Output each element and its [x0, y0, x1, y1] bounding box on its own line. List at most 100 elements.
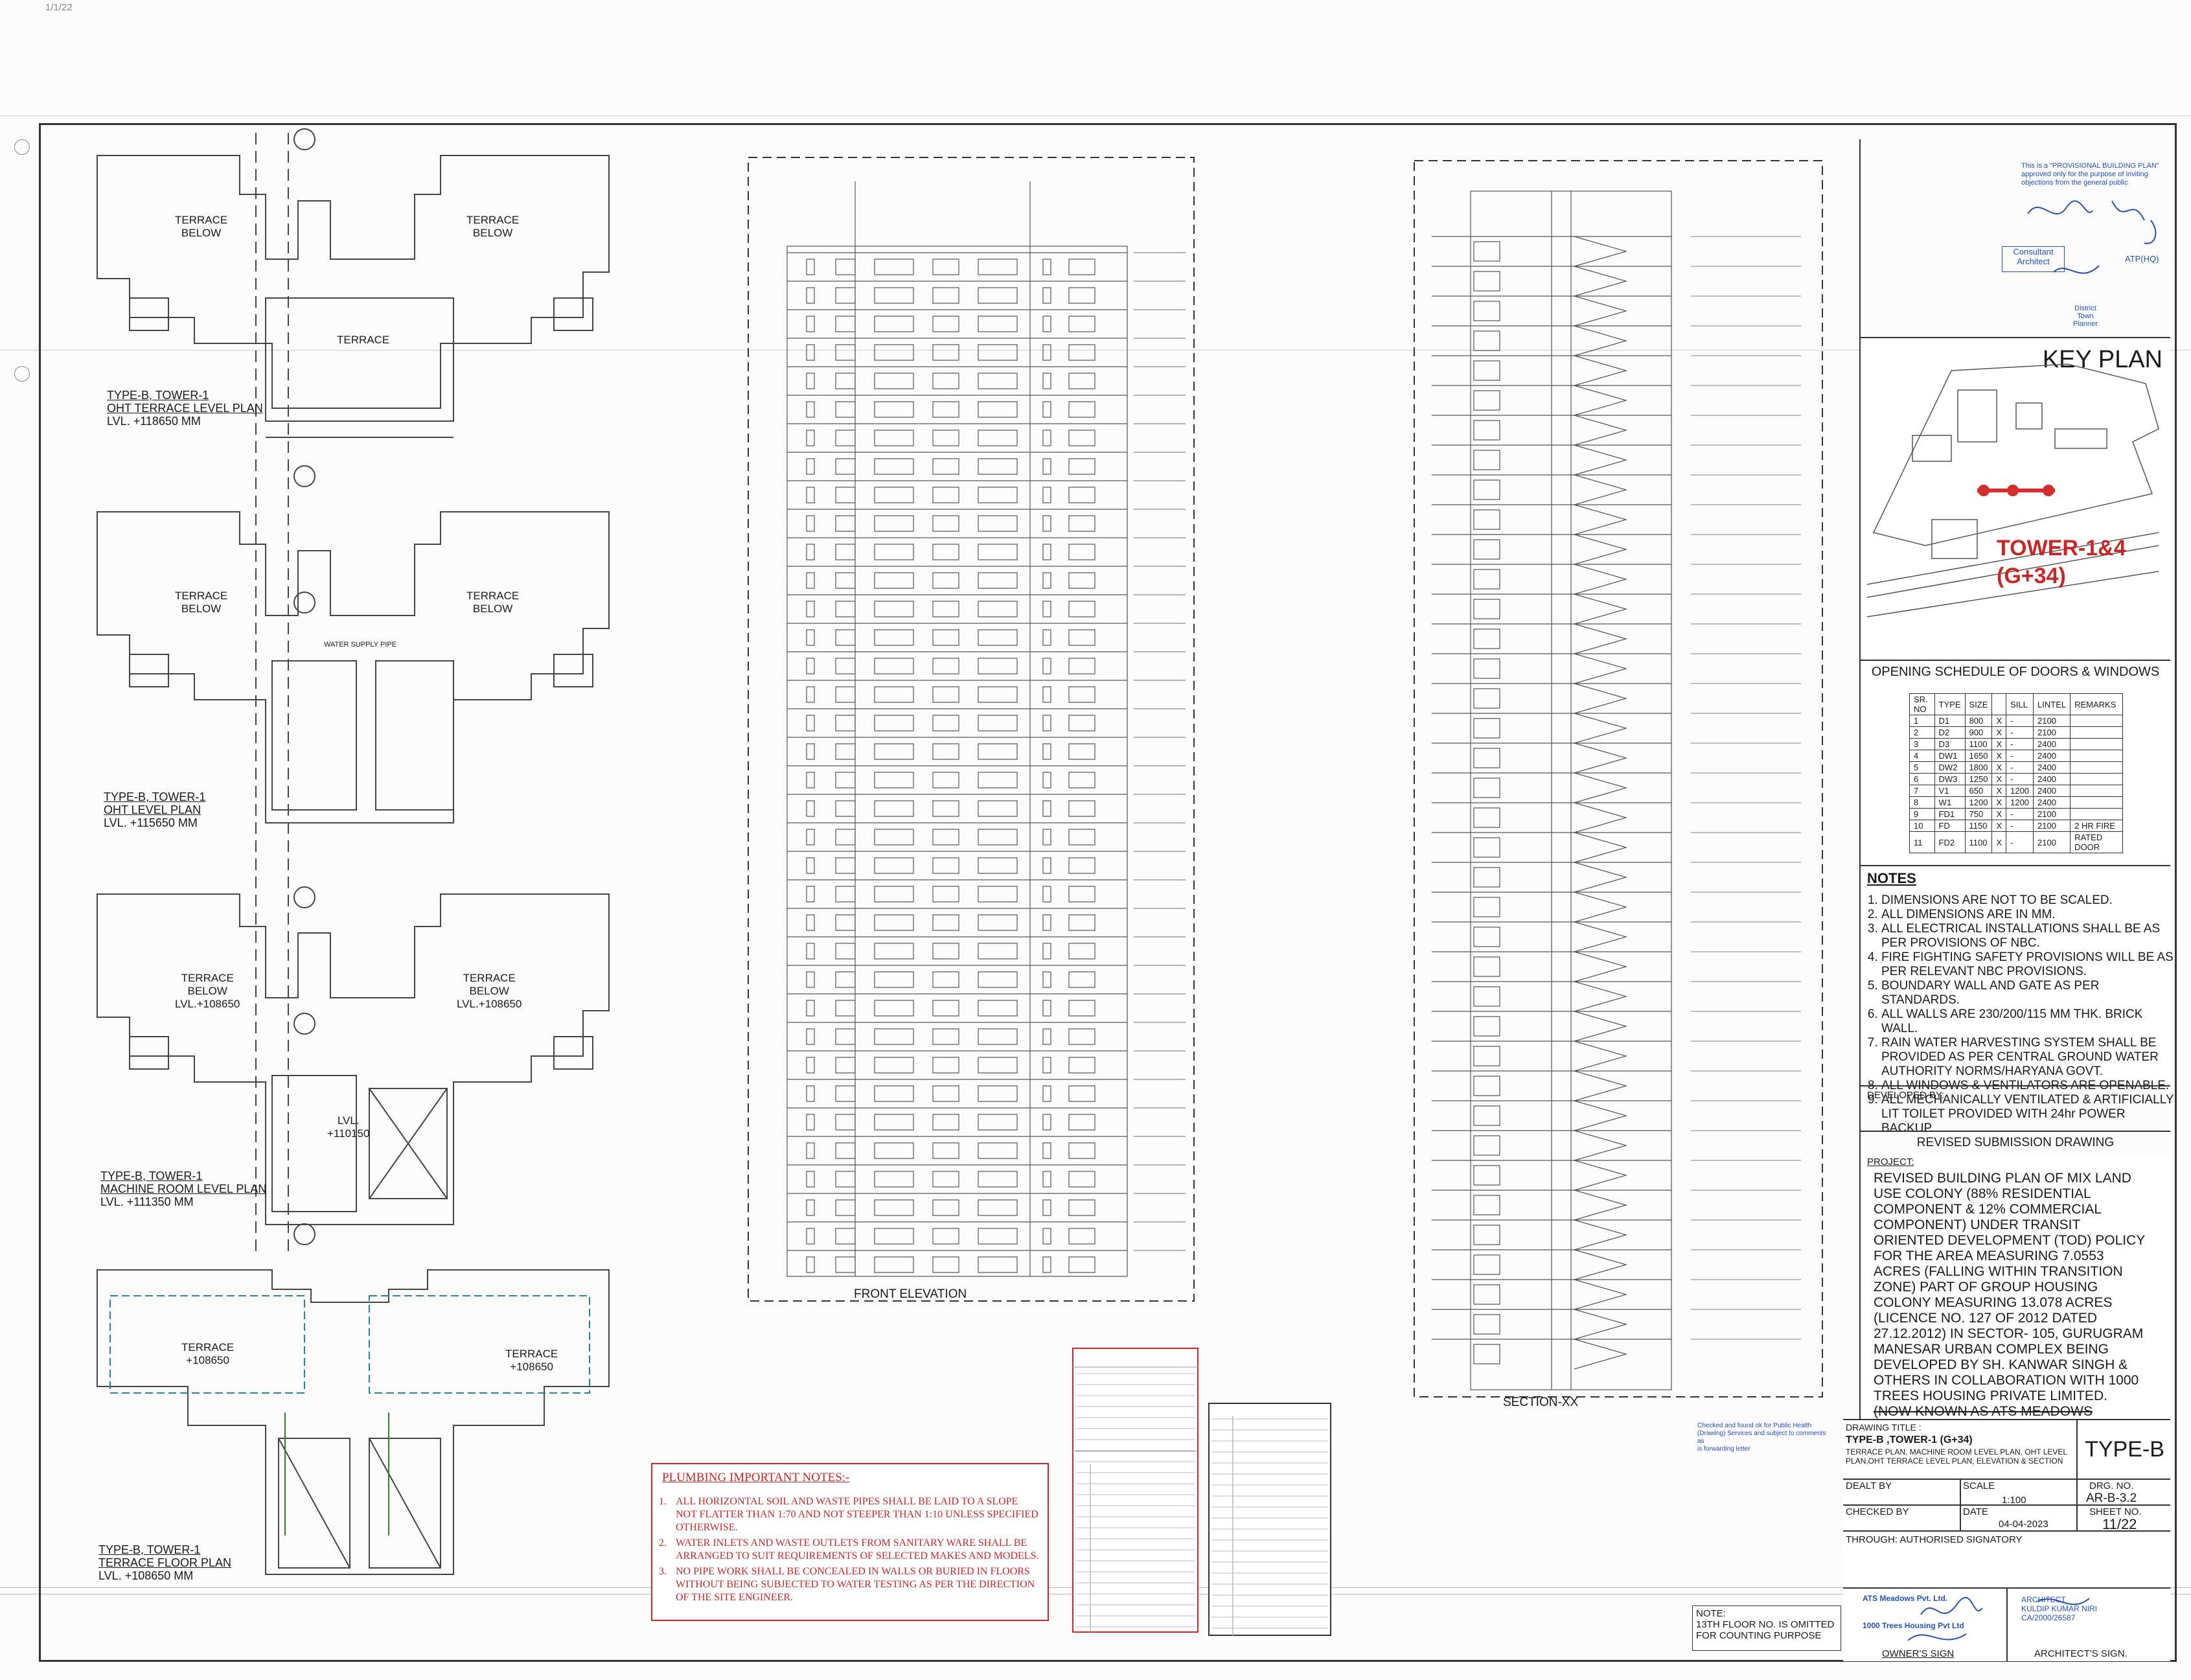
opening-schedule-panel: OPENING SCHEDULE OF DOORS & WINDOWS SR. …	[1861, 662, 2170, 863]
elevation-window	[1042, 914, 1051, 931]
section-stair	[1574, 802, 1628, 833]
section-stair	[1574, 1249, 1628, 1280]
public-health-stamp: Checked and found ok for Public Health (…	[1697, 1422, 1826, 1453]
elevation-window	[1068, 458, 1096, 475]
elevation-window	[874, 1085, 914, 1102]
elevation-window	[978, 772, 1018, 788]
elevation-window	[1068, 1142, 1096, 1159]
elevation-window	[1068, 1057, 1096, 1074]
floor-plans-drawing	[97, 128, 610, 1575]
schedule-cell: 2100	[2033, 715, 2071, 727]
elevation-window	[806, 601, 815, 617]
section-stair	[1574, 742, 1628, 774]
elevation-window	[932, 629, 959, 646]
schedule-cell: D3	[1934, 738, 1966, 750]
section-stair	[1574, 653, 1628, 684]
elevation-window	[806, 487, 815, 503]
floor-note-line2: FOR COUNTING PURPOSE	[1696, 1630, 1822, 1641]
elevation-window	[1042, 430, 1051, 446]
schedule-cell: V1	[1934, 785, 1966, 797]
section-stair	[1574, 1160, 1628, 1191]
schedule-cell: 11	[1909, 831, 1935, 853]
elevation-window	[978, 430, 1018, 446]
general-note-item: FIRE FIGHTING SAFETY PROVISIONS WILL BE …	[1881, 950, 2176, 979]
schedule-cell	[2070, 808, 2123, 820]
elevation-window	[932, 715, 959, 731]
elevation-window	[806, 1228, 815, 1245]
schedule-cell	[1991, 693, 2007, 715]
general-note-item: ALL ELECTRICAL INSTALLATIONS SHALL BE AS…	[1881, 922, 2176, 950]
schedule-cell: X	[1991, 726, 2007, 739]
scale-value: 1:100	[2002, 1495, 2026, 1506]
elevation-window	[1042, 515, 1051, 532]
schedule-cell: 2100	[2033, 808, 2071, 820]
plumbing-note-2: WATER INLETS AND WASTE OUTLETS FROM SANI…	[676, 1537, 1039, 1561]
section-stair	[1574, 623, 1628, 654]
elevation-window	[806, 458, 815, 475]
elevation-window	[874, 515, 914, 532]
elevation-window	[874, 572, 914, 589]
elevation-window	[835, 857, 856, 874]
section-room	[1473, 658, 1500, 679]
elevation-window	[835, 686, 856, 703]
elevation-window	[978, 1142, 1018, 1159]
elevation-window	[1042, 601, 1051, 617]
elevation-window	[835, 1171, 856, 1188]
schedule-cell: X	[1991, 831, 2007, 853]
elevation-window	[1068, 857, 1096, 874]
elevation-window	[806, 1171, 815, 1188]
section-stair	[1574, 355, 1628, 386]
section-stair	[1574, 951, 1628, 982]
section-stair	[1574, 444, 1628, 476]
elevation-window	[874, 658, 914, 674]
section-room	[1473, 1225, 1500, 1245]
section-stair	[1574, 1070, 1628, 1101]
elevation-window	[806, 1000, 815, 1017]
schedule-cell: 1150	[1964, 820, 1993, 832]
section-room	[1473, 837, 1500, 858]
elevation-window	[978, 943, 1018, 960]
general-notes-title: NOTES	[1867, 870, 1916, 886]
schedule-cell: DW2	[1934, 761, 1966, 774]
architect-stamp: ARCHITECT KULDIP KUMAR NIRI CA/2000/2658…	[2021, 1595, 2098, 1622]
section-label: SECTION-XX	[1503, 1396, 1579, 1409]
plan3-title-line1: TYPE-B, TOWER-1	[100, 1169, 203, 1182]
schedule-cell: 2400	[2033, 773, 2071, 785]
section-room	[1473, 450, 1500, 470]
section-stair	[1574, 1130, 1628, 1161]
elevation-window	[806, 971, 815, 988]
elevation-window	[1042, 943, 1051, 960]
section-room	[1473, 539, 1500, 560]
elevation-window	[1042, 829, 1051, 846]
schedule-cell: X	[1991, 738, 2007, 750]
elevation-window	[1068, 1199, 1096, 1216]
schedule-cell: SILL	[2006, 693, 2034, 715]
elevation-window	[932, 287, 959, 304]
elevation-window	[932, 658, 959, 674]
section-stair	[1574, 1309, 1628, 1340]
elevation-window	[1042, 686, 1051, 703]
plan1-title-line2: OHT TERRACE LEVEL PLAN	[107, 402, 263, 415]
section-stair	[1574, 1041, 1628, 1072]
elevation-window	[835, 829, 856, 846]
architect-sign-label: ARCHITECT'S SIGN.	[2034, 1648, 2128, 1659]
elevation-window	[874, 344, 914, 361]
section-stair	[1574, 593, 1628, 625]
elevation-window	[1042, 259, 1051, 275]
plan3-right-label: TERRACE BELOW LVL.+108650	[457, 972, 522, 1010]
schedule-cell	[2070, 785, 2123, 797]
elevation-window	[1042, 373, 1051, 389]
elevation-window	[806, 772, 815, 788]
drawing-title-label: DRAWING TITLE :	[1846, 1422, 1921, 1433]
schedule-cell: 7	[1909, 785, 1935, 797]
section-room	[1473, 1135, 1500, 1156]
schedule-cell: 800	[1964, 715, 1993, 727]
elevation-window	[978, 316, 1018, 332]
schedule-cell: X	[1991, 773, 2007, 785]
elevation-window	[1068, 515, 1096, 532]
